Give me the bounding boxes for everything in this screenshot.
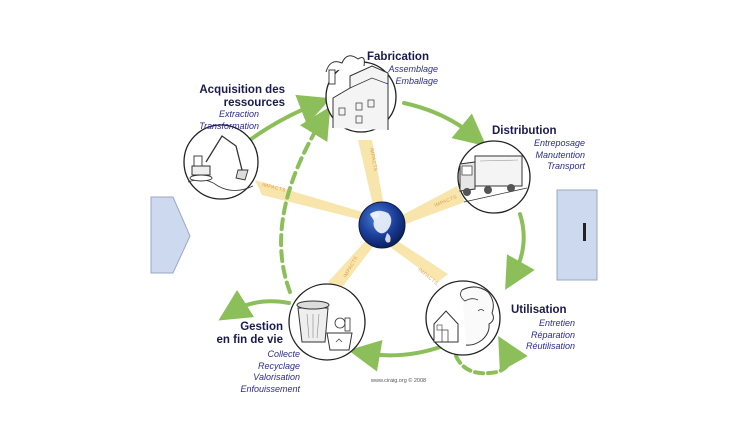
utilisation-person-house-icon <box>425 280 501 356</box>
acquisition-title-line1: Acquisition des <box>199 84 285 96</box>
fin-de-vie-item: Recyclage <box>257 360 300 371</box>
earth-globe-icon <box>358 201 406 249</box>
utilisation-item: Réparation <box>530 329 575 340</box>
fabrication-title: Fabrication <box>367 51 429 63</box>
fin-de-vie-item: Collecte <box>267 349 300 359</box>
fin-de-vie-item: Valorisation <box>253 372 300 382</box>
distribution-item: Manutention <box>535 149 585 160</box>
acquisition-excavator-icon <box>183 124 259 200</box>
cycle-arrows <box>218 94 535 376</box>
fin-de-vie-item: Enfouissement <box>240 383 300 394</box>
utilisation-item: Réutilisation <box>525 341 575 351</box>
fabrication-item: Assemblage <box>388 64 438 74</box>
arrow-utilisation-to-findevie <box>348 339 445 372</box>
utilisation-items: Entretien Réparation Réutilisation <box>515 318 575 353</box>
arrow-reuse-loop-dashed <box>454 336 528 376</box>
acquisition-items: Extraction Transformation <box>185 109 259 132</box>
fabrication-factory-icon <box>325 55 397 133</box>
fabrication-items: Assemblage Emballage <box>385 64 438 87</box>
right-side-panel <box>556 189 598 281</box>
utilisation-item: Entretien <box>538 318 575 328</box>
fin-de-vie-title: Gestion en fin de vie <box>207 321 283 347</box>
distribution-truck-icon <box>457 140 531 214</box>
fin-de-vie-title-line2: en fin de vie <box>216 334 283 346</box>
acquisition-item: Extraction <box>218 109 259 119</box>
impact-rays <box>255 140 465 290</box>
arrow-recycle-dashed <box>279 106 331 294</box>
fin-de-vie-title-line1: Gestion <box>240 321 283 333</box>
distribution-item: Entreposage <box>533 138 585 148</box>
arrow-distribution-to-utilisation <box>505 212 535 290</box>
arrow-fabrication-to-distribution <box>402 101 487 147</box>
distribution-item: Transport <box>547 161 585 171</box>
impact-label-2: IMPACTS <box>262 182 287 194</box>
distribution-items: Entreposage Manutention Transport <box>525 138 585 173</box>
fin-de-vie-items: Collecte Recyclage Valorisation Enfouiss… <box>225 349 300 395</box>
acquisition-title-line2: ressources <box>223 97 285 109</box>
distribution-title: Distribution <box>492 125 557 137</box>
utilisation-title: Utilisation <box>511 304 567 316</box>
fabrication-item: Emballage <box>395 75 438 86</box>
acquisition-title: Acquisition des ressources <box>189 84 285 110</box>
copyright-credit: www.ciraig.org © 2008 <box>371 378 427 384</box>
left-side-arrow-panel <box>150 196 191 274</box>
fin-de-vie-trash-icon <box>288 283 366 361</box>
impact-label-1: IMPACTS <box>368 147 378 172</box>
arrow-findevie-outgoing <box>218 289 291 321</box>
acquisition-item: Transformation <box>199 120 259 131</box>
